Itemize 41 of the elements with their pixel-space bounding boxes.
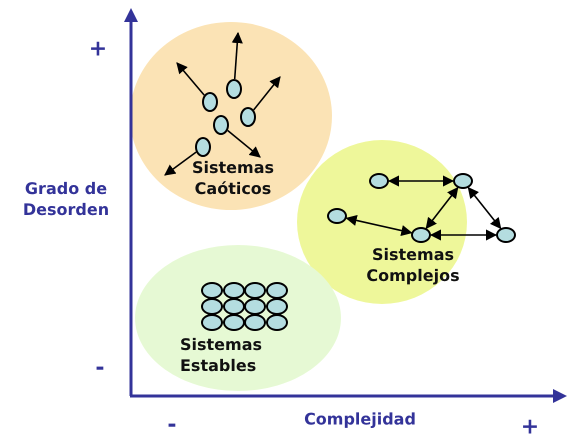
node-circle <box>201 314 223 330</box>
axis-sign: - <box>166 412 178 438</box>
axis-title: Grado de Desorden <box>22 179 110 221</box>
node-circle <box>244 298 266 314</box>
arrow <box>388 175 454 187</box>
node-circle <box>453 173 473 189</box>
arrow <box>176 62 205 96</box>
axis-sign: - <box>94 354 106 383</box>
system-label: Sistemas Estables <box>180 334 264 376</box>
arrow <box>468 186 502 230</box>
node-circle <box>222 314 245 330</box>
node-circle <box>266 314 288 330</box>
system-label: Sistemas Caóticos <box>190 157 276 199</box>
arrow <box>426 186 458 230</box>
arrow <box>253 76 281 110</box>
node-circle <box>195 137 211 157</box>
node-circle <box>226 79 242 99</box>
node-circle <box>411 227 431 243</box>
node-circle <box>266 298 288 314</box>
axis-title: Complejidad <box>303 410 417 430</box>
arrow <box>430 229 498 241</box>
axis-sign: + <box>88 36 108 64</box>
node-circle <box>369 173 389 189</box>
node-circle <box>327 208 347 224</box>
system-label: Sistemas Complejos <box>365 244 461 286</box>
node-circle <box>201 282 223 298</box>
node-circle <box>496 227 516 243</box>
node-circle <box>213 115 229 135</box>
node-circle <box>222 298 245 314</box>
axis-sign: + <box>520 414 540 438</box>
node-circle <box>266 282 288 298</box>
node-circle <box>244 314 266 330</box>
arrow <box>164 151 197 176</box>
node-circle <box>222 282 245 298</box>
arrow <box>227 130 261 158</box>
arrow <box>232 32 243 80</box>
node-circle <box>202 92 218 112</box>
node-circle <box>201 298 223 314</box>
arrow <box>346 214 412 236</box>
node-circle <box>240 107 256 127</box>
node-circle <box>244 282 266 298</box>
